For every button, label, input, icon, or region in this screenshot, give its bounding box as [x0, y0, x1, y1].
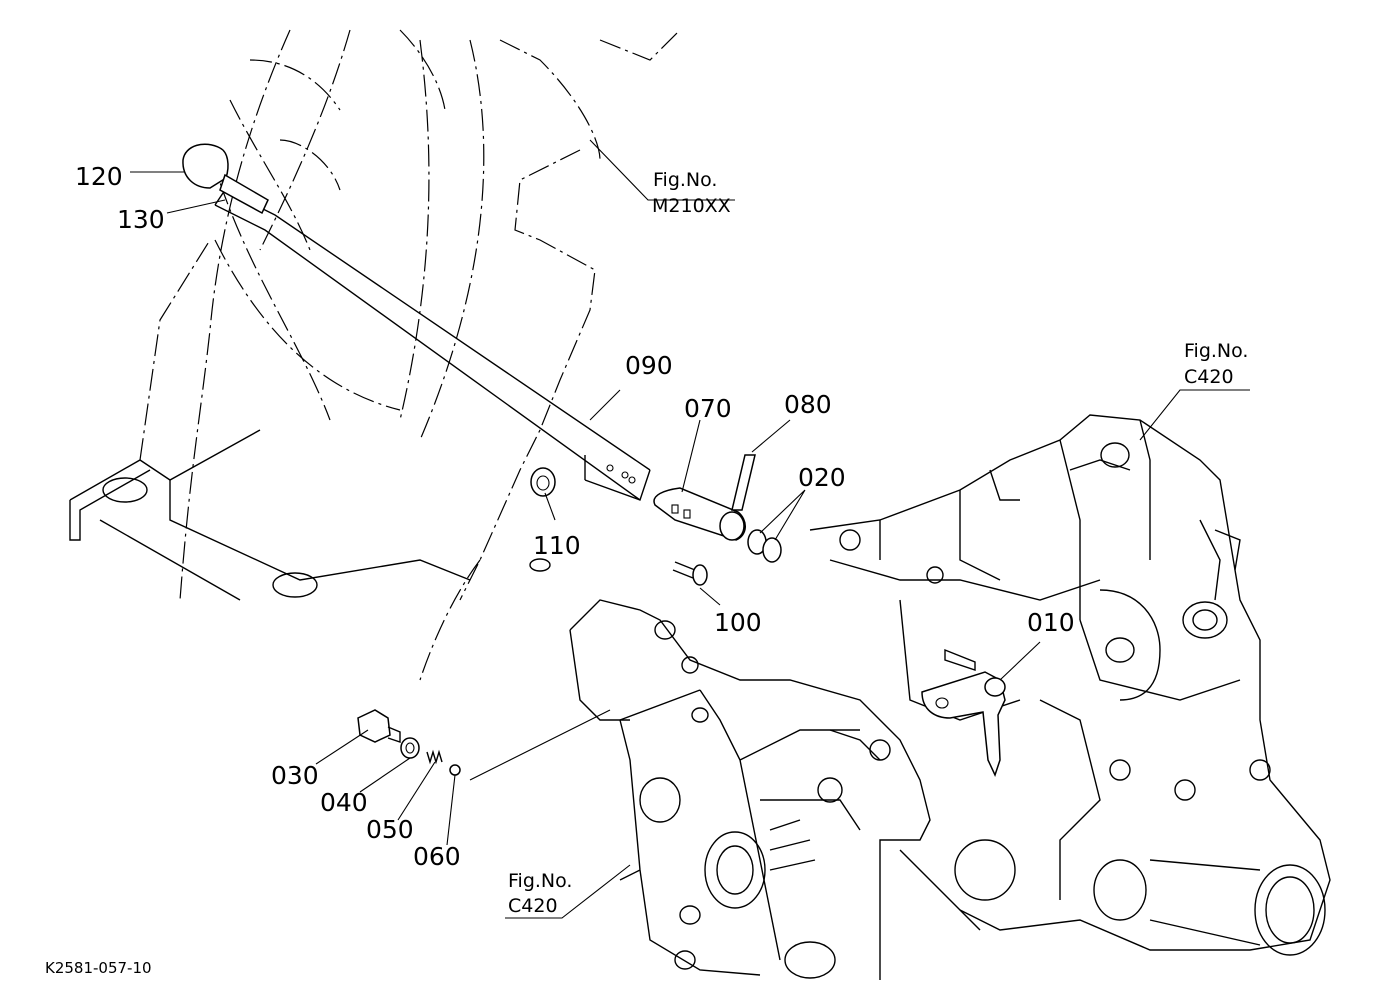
- part-label-030: 030: [271, 761, 319, 790]
- ref-c420-right-line2: C420: [1184, 366, 1234, 388]
- ref-c420-bottom-line2: C420: [508, 895, 558, 917]
- shift-fork: [921, 648, 1006, 778]
- part-label-070: 070: [684, 394, 732, 423]
- leader-lines: [130, 139, 1250, 919]
- part-label-100: 100: [714, 608, 762, 637]
- part-label-080: 080: [784, 390, 832, 419]
- o-rings: [747, 529, 782, 563]
- part-label-050: 050: [366, 815, 414, 844]
- lever-boss: [653, 487, 746, 541]
- part-label-120: 120: [75, 162, 123, 191]
- part-label-020: 020: [798, 463, 846, 492]
- ref-c420-bottom-line1: Fig.No.: [508, 870, 572, 892]
- lever-knob: [182, 143, 229, 189]
- fender-outline: [139, 29, 681, 681]
- drawing-code: K2581-057-10: [45, 959, 152, 977]
- ref-m210xx-line1: Fig.No.: [653, 169, 717, 191]
- transmission-case-lower: [569, 599, 981, 980]
- floor-step-plate: [69, 429, 551, 601]
- bolt: [672, 561, 708, 586]
- shift-lever: [214, 189, 651, 501]
- part-label-060: 060: [413, 842, 461, 871]
- ref-m210xx-line2: M210XX: [652, 195, 731, 217]
- part-label-040: 040: [320, 788, 368, 817]
- ref-c420-right-line1: Fig.No.: [1184, 340, 1248, 362]
- part-label-110: 110: [533, 531, 581, 560]
- part-label-010: 010: [1027, 608, 1075, 637]
- transmission-case-right: [809, 414, 1331, 956]
- part-label-130: 130: [117, 205, 165, 234]
- spring-pin: [731, 454, 756, 511]
- part-label-090: 090: [625, 351, 673, 380]
- detent-assembly: [357, 709, 461, 776]
- knob-sleeve: [219, 173, 269, 215]
- lever-bushing: [530, 467, 556, 497]
